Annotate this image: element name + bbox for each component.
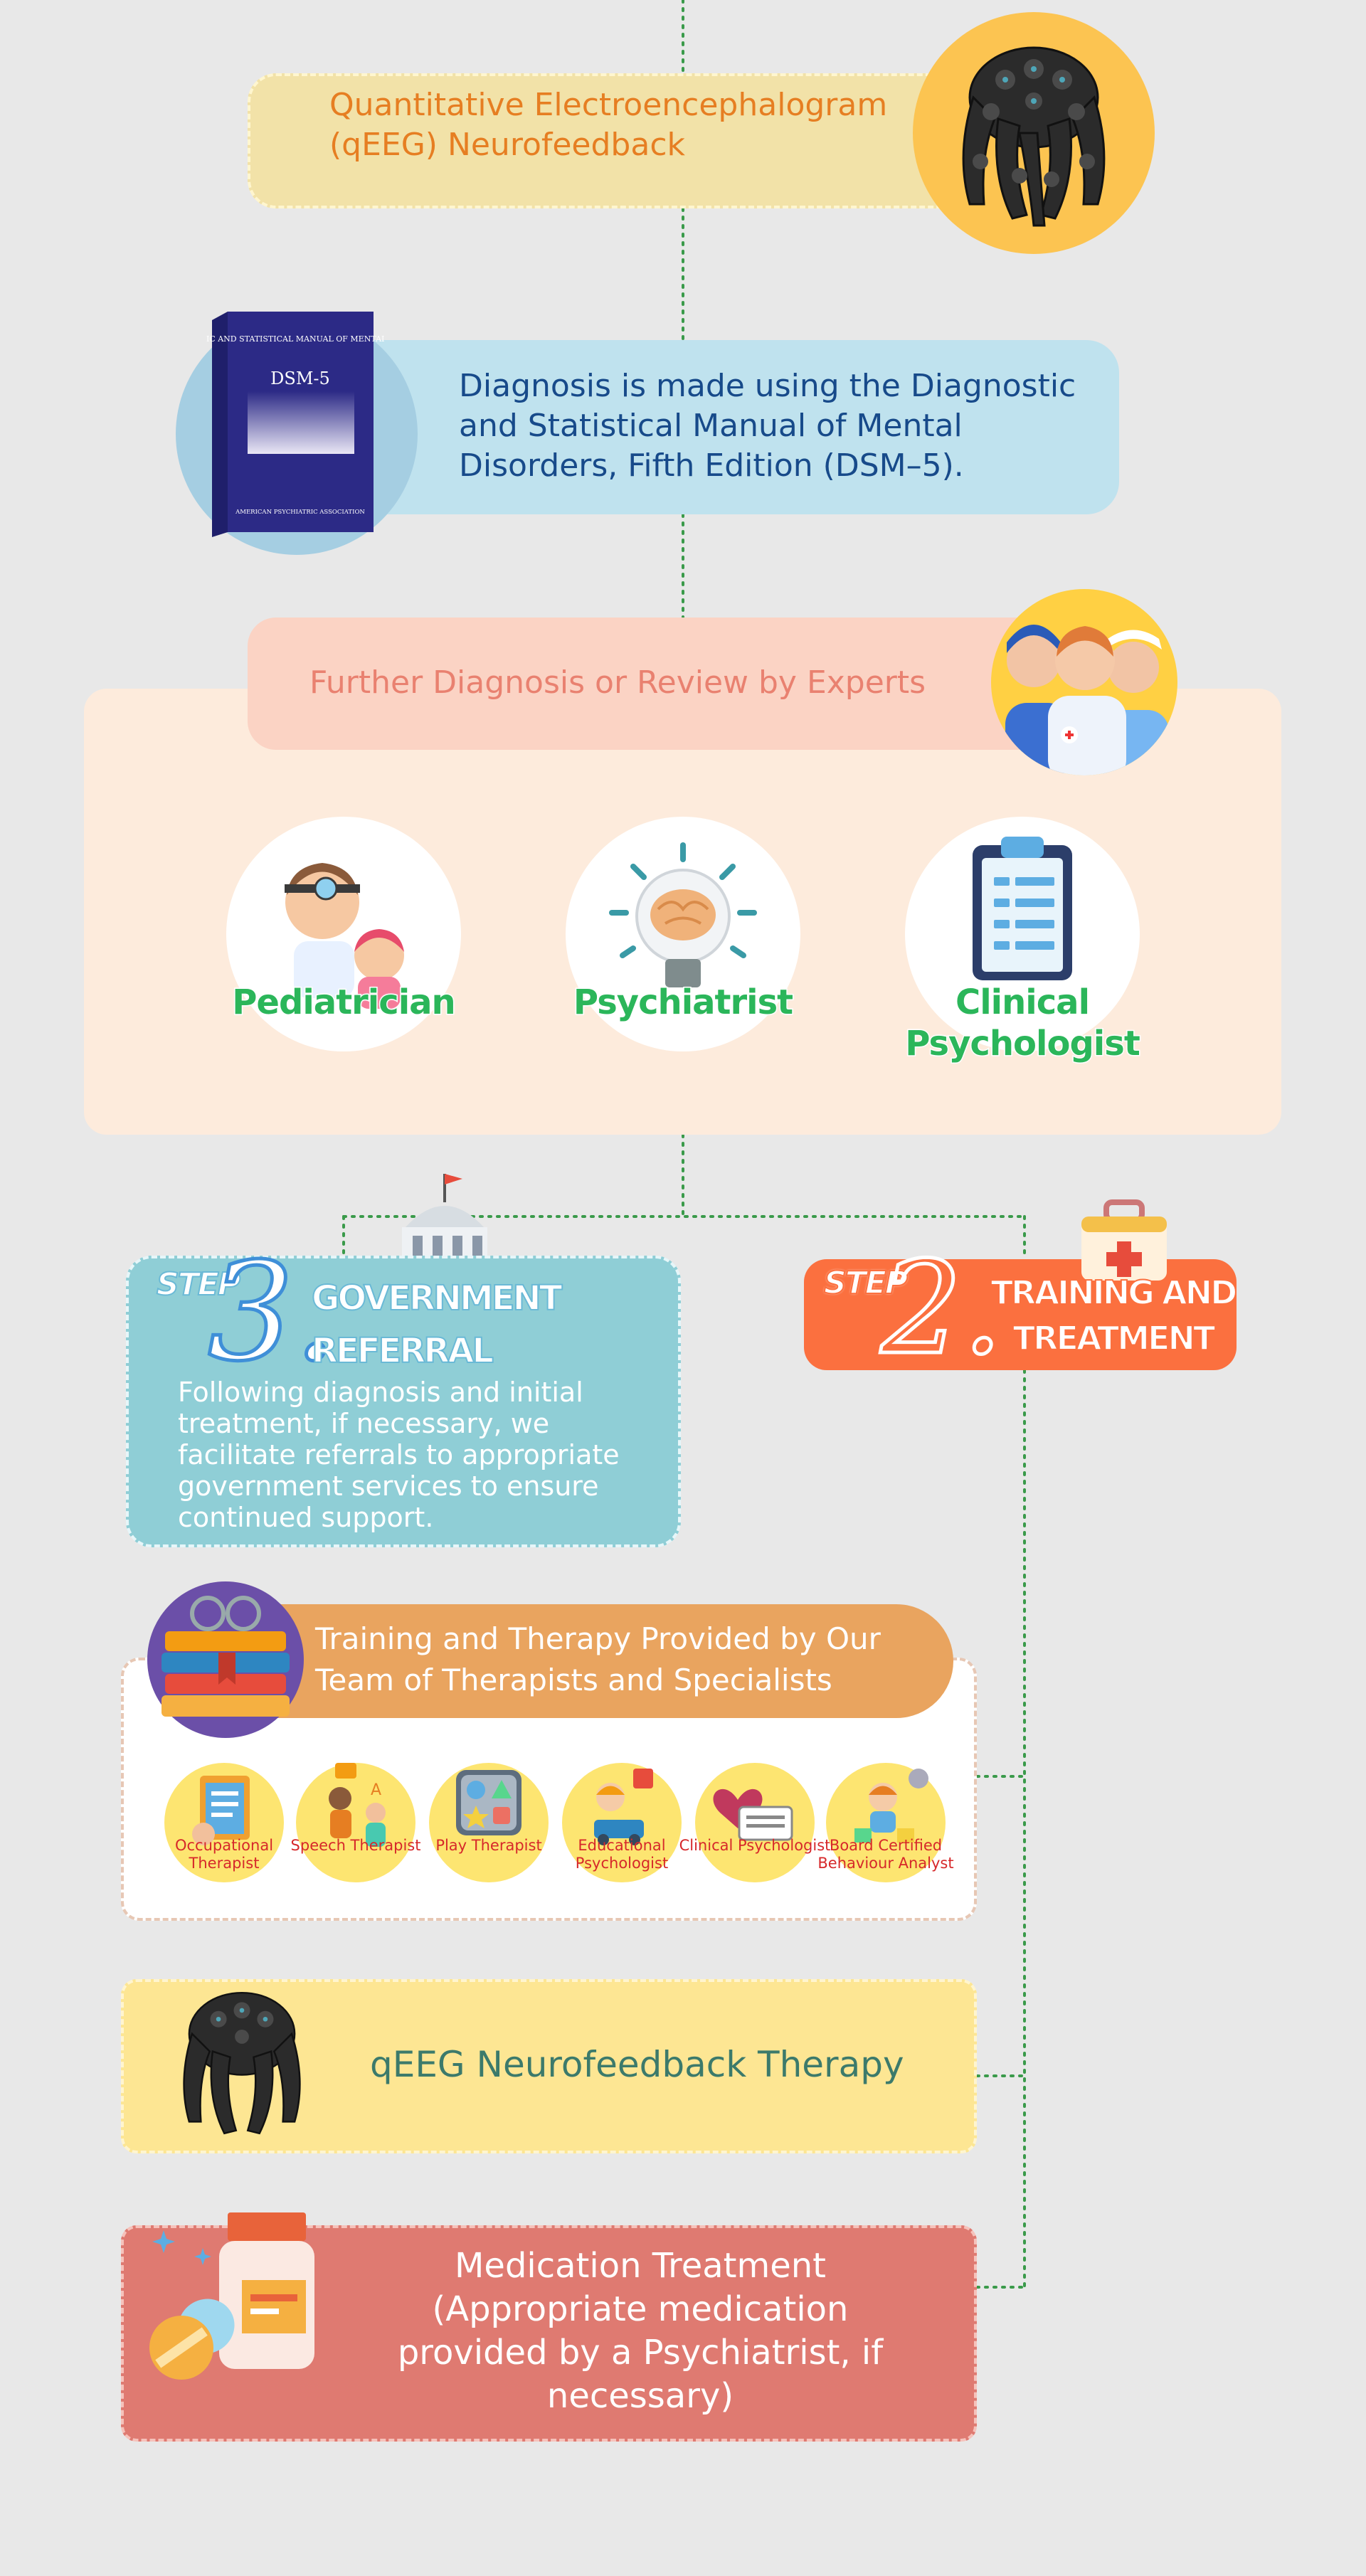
qeeg-card: [248, 73, 966, 208]
books-circle: [147, 1581, 304, 1738]
therapist-item-speech: A Speech Therapist: [277, 1750, 434, 1892]
speech-therapist-icon: A: [296, 1763, 415, 1882]
psychiatrist-circle: Psychiatrist: [566, 817, 800, 1051]
step2-title: TRAINING AND TREATMENT: [990, 1273, 1239, 1358]
medication-title: Medication Treatment: [455, 2246, 826, 2286]
medical-team-circle: [991, 589, 1177, 775]
first-aid-kit-icon: [1081, 1199, 1167, 1281]
therapist-item-play: Play Therapist: [411, 1750, 567, 1892]
lightbulb-brain-icon: [609, 842, 757, 987]
neuro-therapy-title: qEEG Neurofeedback Therapy: [370, 2044, 904, 2085]
step3-card: [126, 1256, 681, 1547]
medication-icon: [149, 2212, 314, 2380]
dsm-description: Diagnosis is made using the Diagnostic a…: [459, 368, 1076, 484]
step3-description: Following diagnosis and initial treatmen…: [178, 1377, 620, 1533]
play-therapist-icon: [429, 1763, 549, 1882]
book-publisher: AMERICAN PSYCHIATRIC ASSOCIATION: [235, 509, 365, 516]
qeeg-headset-circle: [913, 12, 1155, 254]
book-title-1: DIAGNOSTIC AND STATISTICAL MANUAL OF MEN…: [206, 334, 384, 344]
clinical-psychologist-heart-icon: [695, 1763, 815, 1882]
books-icon: [162, 1596, 290, 1717]
book-name: DSM-5: [270, 369, 330, 388]
therapist-item-bcba: Board Certified Behaviour Analyst: [808, 1750, 964, 1892]
medication-detail: (Appropriate medication provided by a Ps…: [397, 2289, 884, 2416]
clinical-psychologist-circle: Clinical Psychologist: [904, 817, 1141, 1065]
training-title: Training and Therapy Provided by Our Tea…: [315, 1621, 881, 1697]
medication-text: Medication Treatment (Appropriate medica…: [384, 2244, 896, 2418]
behaviour-analyst-icon: [826, 1763, 946, 1882]
step3-step-word: STEP: [156, 1266, 241, 1303]
dsm-card: [281, 340, 1119, 514]
pediatrician-icon: [285, 863, 404, 1009]
experts-title: Further Diagnosis or Review by Experts: [309, 664, 926, 701]
educational-psychologist-icon: [562, 1763, 682, 1882]
step2-number: 2.: [879, 1234, 1005, 1383]
eeg-headset-icon-2: [183, 1991, 301, 2135]
training-header: [213, 1604, 953, 1718]
play-therapist-label: Play Therapist: [435, 1837, 542, 1854]
educational-psychologist-label: Educational Psychologist: [575, 1837, 669, 1872]
speech-therapist-label: Speech Therapist: [290, 1837, 421, 1854]
therapist-item-educational: Educational Psychologist: [544, 1750, 700, 1892]
pediatrician-label: Pediatrician: [231, 982, 457, 1024]
psychiatrist-label: Psychiatrist: [572, 982, 794, 1024]
clinical-psychologist-label: Clinical Psychologist: [904, 982, 1142, 1065]
occupational-therapist-label: Occupational Therapist: [174, 1837, 274, 1872]
step2-step-word: STEP: [823, 1264, 909, 1302]
step3-number: 3.: [206, 1234, 338, 1391]
pediatrician-circle: Pediatrician: [226, 817, 461, 1051]
step3-title: GOVERNMENT REFERRAL: [311, 1278, 563, 1372]
therapist-item-clinical: Clinical Psychologist: [677, 1750, 833, 1892]
therapist-item-occupational: Occupational Therapist: [146, 1750, 302, 1892]
occupational-therapist-icon: [164, 1763, 284, 1882]
clipboard-icon: [973, 837, 1072, 980]
behaviour-analyst-label: Board Certified Behaviour Analyst: [817, 1837, 954, 1872]
experts-header: [248, 618, 1052, 750]
dsm-book-icon: DIAGNOSTIC AND STATISTICAL MANUAL OF MEN…: [206, 312, 384, 537]
qeeg-title: Quantitative Electroencephalogram (qEEG)…: [329, 87, 888, 163]
clinical-psychologist-item-label: Clinical Psychologist: [679, 1837, 831, 1854]
eeg-headset-icon: [962, 46, 1106, 227]
svg-text:A: A: [371, 1781, 381, 1799]
medical-team-icon: [1005, 625, 1169, 775]
